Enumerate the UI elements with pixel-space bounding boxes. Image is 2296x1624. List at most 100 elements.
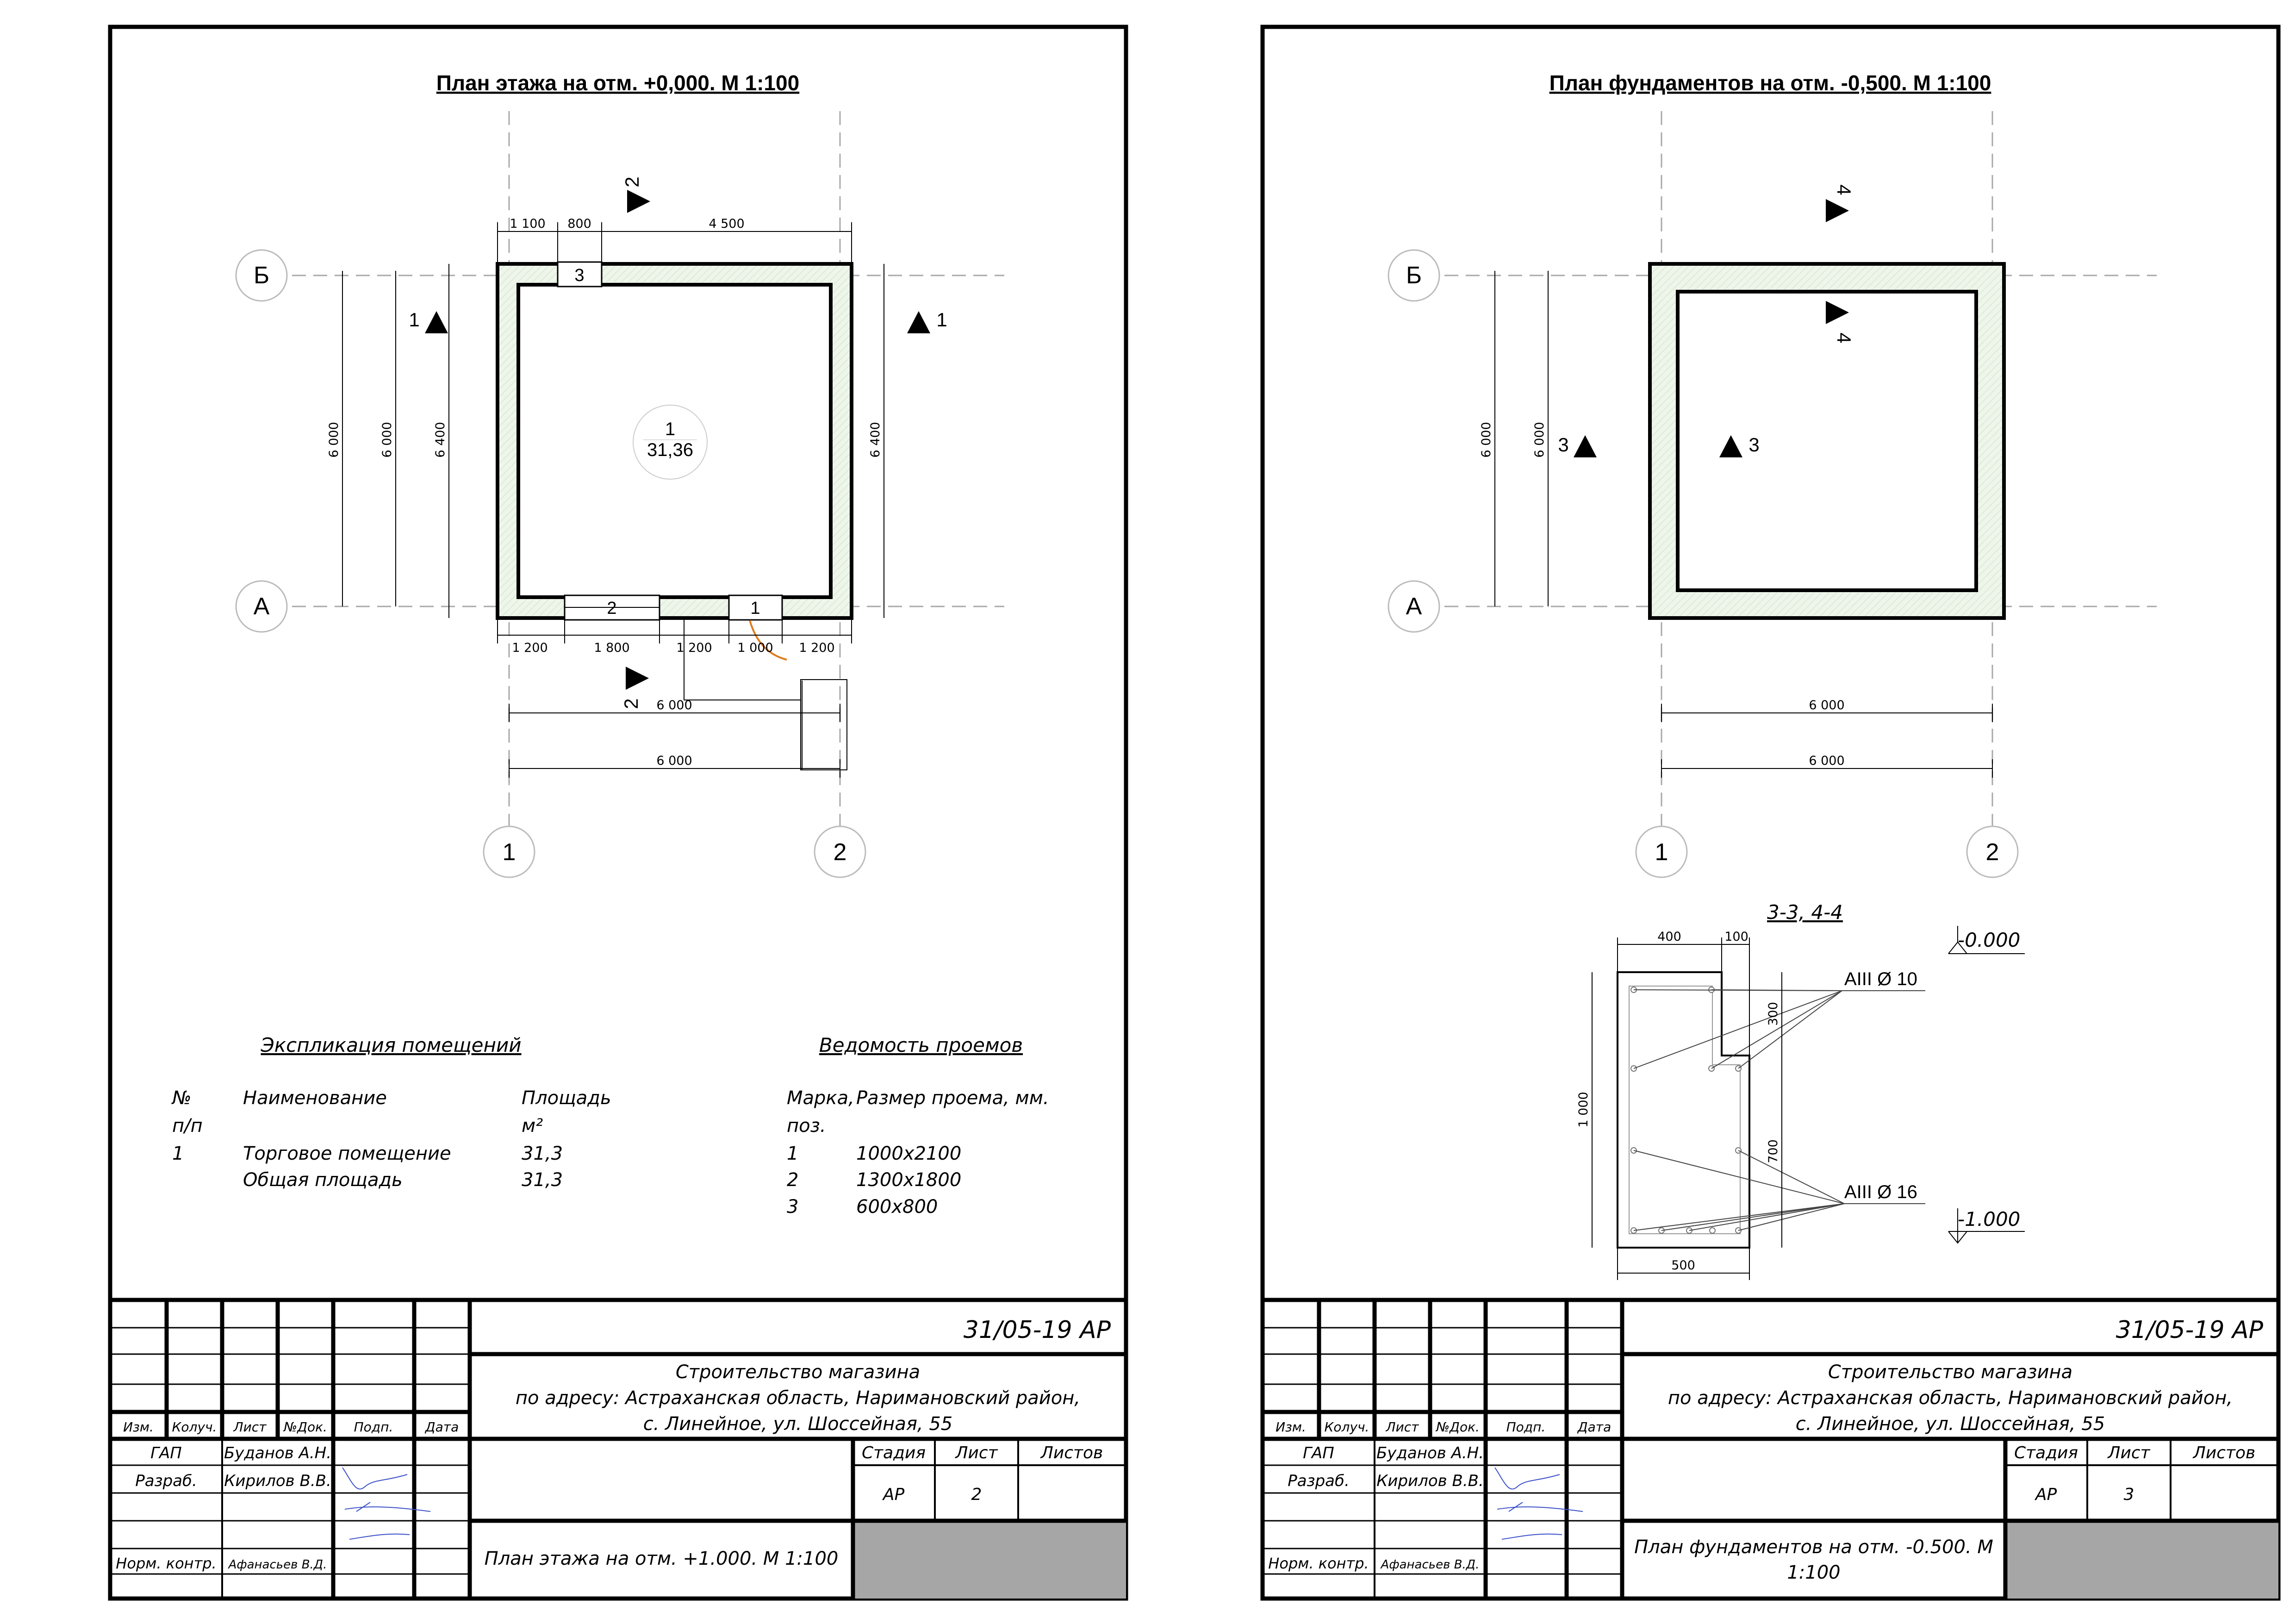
role-gap: ГАП [150,1444,182,1462]
dim-left-1: 6 000 [327,422,341,457]
name2-budanov: Буданов А.Н. [1376,1444,1484,1462]
axis2-label-B: Б [1406,262,1422,289]
col2-data: Дата [1577,1419,1612,1435]
expl-row-1-area: 31,3 [522,1143,563,1164]
col-data: Дата [424,1419,459,1435]
sheet2-title-stamp-line-1: План фундаментов на отм. -0.500. М [1634,1537,1993,1558]
name2-afanasev: Афанасьев В.Д. [1380,1558,1480,1572]
col-izm: Изм. [123,1419,154,1435]
section2-mark-4-top: 4 [1833,184,1855,195]
dim2-left-1: 6 000 [1479,422,1493,457]
role2-razrab: Разраб. [1288,1472,1350,1490]
openings-schedule: Ведомость проемов Марка, поз. Размер про… [787,1034,1049,1218]
role-razrab: Разраб. [135,1472,197,1490]
openings-title: Ведомость проемов [819,1034,1023,1056]
dim-bottom-4: 1 000 [737,641,773,655]
stage2-value: АР [2035,1485,2057,1504]
dim2-bottom-2: 6 000 [1809,754,1844,768]
axis-label-A: А [254,593,270,620]
opening-mark-2: 2 [607,599,616,618]
dim-bottom-1: 1 200 [512,641,548,655]
col2-izm: Изм. [1276,1419,1306,1435]
listov2-header: Листов [2192,1443,2255,1462]
stamp-project-line-3: с. Линейное, ул. Шоссейная, 55 [643,1413,952,1435]
list2-header: Лист [2107,1443,2150,1462]
level-0: -0.000 [1958,929,2020,951]
open-row-1-size: 1000х2100 [856,1143,961,1164]
dim-bottom-5: 1 200 [799,641,834,655]
expl-row-1-name: Торговое помещение [243,1143,451,1164]
sec-dim-300: 300 [1766,1002,1780,1026]
expl-row-2-name: Общая площадь [243,1169,403,1191]
sheet-number: 2 [971,1485,982,1504]
section-mark-1-left: 1 [409,309,419,331]
role2-gap: ГАП [1303,1444,1334,1462]
sheet-title-stamp: План этажа на отм. +1.000. М 1:100 [485,1548,839,1569]
stamp2-project-line-1: Строительство магазина [1828,1362,2072,1383]
sheet-title-2: План фундаментов на отм. -0,500. М 1:100 [1549,71,1991,95]
name-budanov: Буданов А.Н. [224,1444,331,1462]
stamp2-code: 31/05-19 АР [2116,1316,2264,1344]
sheet2-title-stamp-line-2: 1:100 [1787,1562,1840,1583]
axis2-label-A: А [1406,593,1422,620]
col2-koluch: Колуч. [1325,1419,1369,1435]
sec-dim-100: 100 [1724,930,1748,944]
title-block: 31/05-19 АР Строительство магазина по ад… [110,1298,1126,1599]
dim-overall-1: 6 000 [656,698,692,712]
rebar-16: AIII Ø 16 [1844,1182,1917,1202]
col2-podp: Подп. [1506,1419,1546,1435]
dimensions-2: 6 000 6 000 6 000 6 000 [1479,271,1993,778]
room-number: 1 [665,419,675,439]
listov-header: Листов [1040,1443,1103,1462]
section2-mark-4-inner: 4 [1833,332,1855,343]
explication-title: Экспликация помещений [260,1034,521,1056]
title-block-2: 31/05-19 АР Строительство магазина по ад… [1263,1298,2278,1599]
expl-header-area-unit: м² [522,1115,543,1137]
opening-mark-3: 3 [574,266,584,285]
dim-left-2: 6 000 [380,422,394,457]
floor-plan-walls: 3 2 1 [496,261,853,770]
col-podp: Подп. [354,1419,393,1435]
stamp-code: 31/05-19 АР [964,1316,1111,1344]
signatures [342,1467,431,1540]
sec-dim-1000: 1 000 [1576,1092,1591,1127]
stamp-shaded-cell [853,1521,1126,1599]
section-marks: 1 1 2 2 [409,176,947,709]
section2-mark-3-inner: 3 [1748,434,1759,456]
dim2-bottom-1: 6 000 [1809,698,1844,712]
open-header-mark-2: поз. [787,1115,826,1137]
col2-list: Лист [1386,1419,1419,1435]
dimensions-sides: 6 000 6 000 6 400 6 400 [327,264,884,618]
stage-header: Стадия [862,1443,926,1462]
stamp2-project-line-3: с. Линейное, ул. Шоссейная, 55 [1796,1413,2105,1435]
grid-axes-2: Б А 1 2 [1388,111,2157,878]
role-norm-kontr: Норм. контр. [116,1555,216,1572]
section-mark-1-right: 1 [936,309,947,331]
col-list: Лист [233,1419,267,1435]
grid-axes: Б А 1 2 [235,111,1004,878]
stage-value: АР [882,1485,905,1504]
dimensions-bottom: 1 200 1 800 1 200 1 000 1 200 6 000 6 00… [497,618,852,778]
axis-label-1: 1 [503,839,516,866]
foundation-section: 3-3, 4-4 AIII Ø 10 AIII Ø 16 40 [1576,901,2025,1280]
stage2-header: Стадия [2014,1443,2078,1462]
dim-left-3: 6 400 [433,422,448,457]
stamp2-project-line-2: по адресу: Астраханская область, Нариман… [1668,1387,2233,1409]
open-header-mark: Марка, [787,1087,854,1109]
rebar-10: AIII Ø 10 [1844,969,1917,989]
opening-mark-1: 1 [750,599,760,618]
dim-bottom-2: 1 800 [594,641,629,655]
door-swing [749,620,787,661]
col-ndok: №Док. [283,1419,327,1435]
level-1000: -1.000 [1958,1208,2020,1230]
col-koluch: Колуч. [172,1419,217,1435]
expl-header-num-2: п/п [172,1115,203,1137]
sheet-1: План этажа на отм. +0,000. М 1:100 Б А 1… [108,25,1128,1601]
sec-dim-500: 500 [1671,1258,1695,1273]
dim-right-1: 6 400 [868,422,883,457]
open-row-1-mark: 1 [787,1143,798,1164]
expl-row-1-num: 1 [172,1143,184,1164]
section-title: 3-3, 4-4 [1767,901,1843,924]
open-row-3-mark: 3 [787,1196,798,1218]
